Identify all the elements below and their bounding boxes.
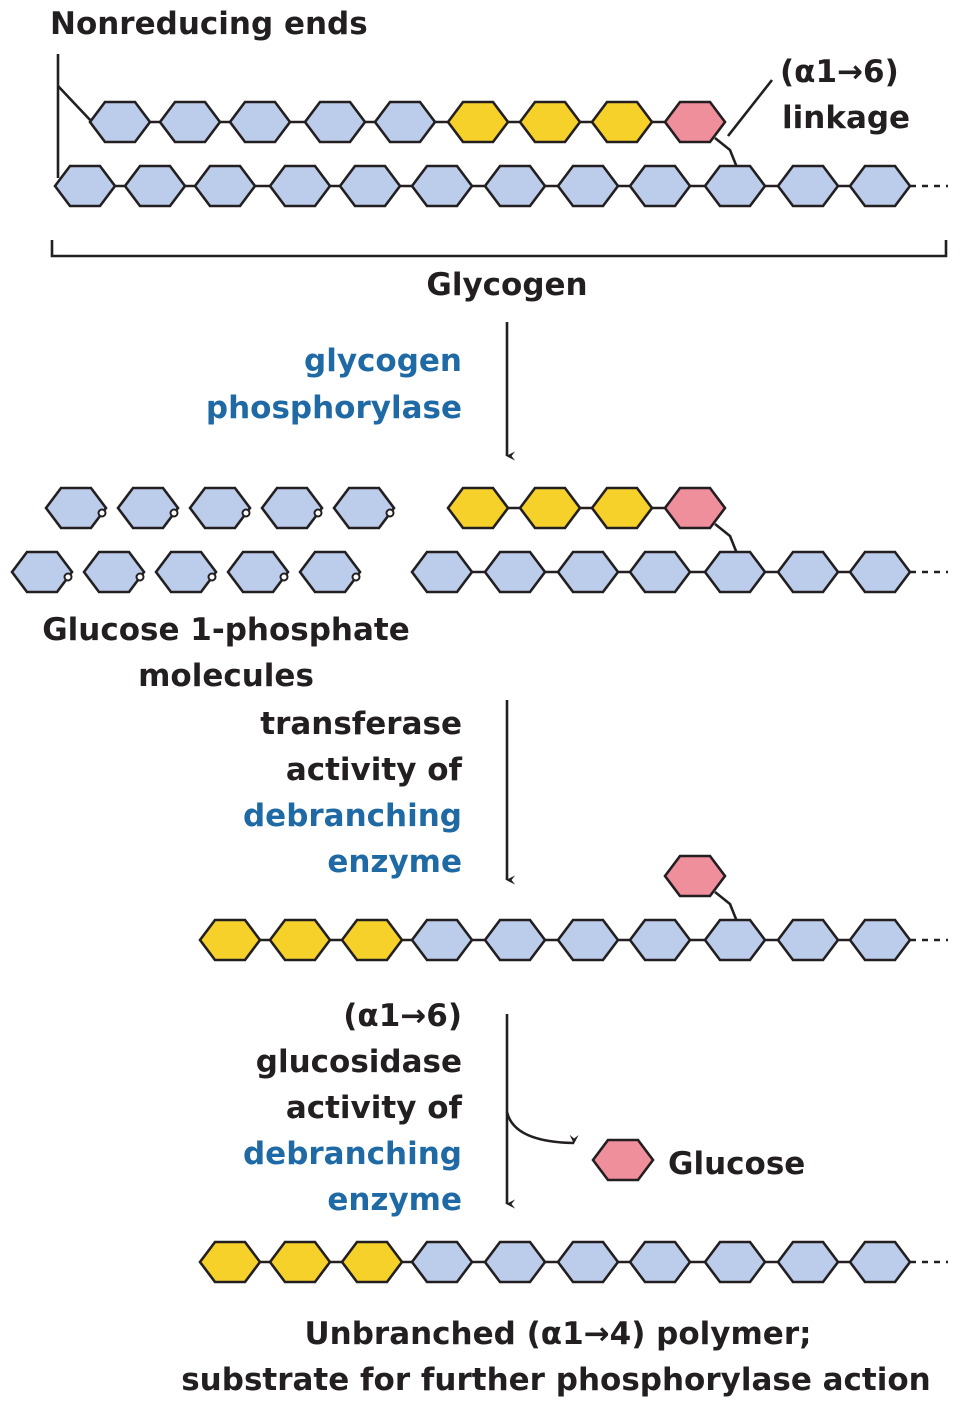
glucose-1-phosphate-group	[10, 486, 396, 594]
glucose-unit	[776, 164, 840, 208]
glucose-unit	[628, 918, 692, 962]
branch-point-unit	[663, 854, 727, 898]
glucose-label: Glucose	[668, 1146, 805, 1182]
final-label-line2: substrate for further phosphorylase acti…	[181, 1362, 931, 1398]
transferred-unit	[268, 918, 332, 962]
transferred-unit	[446, 100, 510, 144]
glucose-unit	[158, 100, 222, 144]
glycogen-label: Glycogen	[426, 267, 587, 303]
glucose-unit	[848, 1240, 912, 1284]
glucose-unit	[848, 164, 912, 208]
main-chain	[53, 164, 948, 208]
glucose-unit	[628, 1240, 692, 1284]
glucose-unit	[556, 550, 620, 594]
step3-label-line5: enzyme	[327, 1182, 462, 1218]
transferred-unit	[518, 486, 582, 530]
glucose-unit	[703, 550, 767, 594]
glucose-unit	[338, 164, 402, 208]
glycogen-molecule	[50, 54, 948, 258]
linkage-label-line2: linkage	[782, 100, 910, 136]
limit-branch-molecule	[410, 486, 948, 594]
glucose-unit	[628, 550, 692, 594]
step2-label-line2: activity of	[286, 752, 463, 788]
enzyme1-label-line1: glycogen	[304, 343, 462, 379]
step2-label-line4: enzyme	[327, 844, 462, 880]
glucose-unit	[53, 164, 117, 208]
step3-label-line4: debranching	[243, 1136, 462, 1172]
glucose-release-arrow	[505, 1111, 579, 1145]
transferred-unit	[198, 918, 262, 962]
alpha-1-6-bond	[714, 136, 740, 171]
glucose-unit	[123, 164, 187, 208]
upper-branch-chain	[88, 100, 740, 171]
transferred-unit	[198, 1240, 262, 1284]
glucose-unit	[303, 100, 367, 144]
glucose-unit	[88, 100, 152, 144]
transferred-unit	[590, 100, 654, 144]
step3-label-line3: activity of	[286, 1090, 463, 1126]
step3-label-line2: glucosidase	[256, 1044, 462, 1080]
final-label-line1: Unbranched (α1→4) polymer;	[304, 1316, 811, 1352]
nonreducing-ends-bracket	[56, 54, 93, 178]
transferred-unit	[340, 918, 404, 962]
glucose-unit	[483, 1240, 547, 1284]
linkage-pointer	[726, 79, 774, 137]
glucose-unit	[556, 164, 620, 208]
glucose-unit	[628, 164, 692, 208]
product1-label-line1: Glucose 1-phosphate	[42, 612, 410, 648]
glucose-unit	[556, 918, 620, 962]
free-glucose-icon	[591, 1138, 655, 1182]
glucose-unit	[483, 550, 547, 594]
glucose-unit	[703, 164, 767, 208]
transferred-unit	[518, 100, 582, 144]
glucose-unit	[483, 918, 547, 962]
glucose-unit	[410, 918, 474, 962]
alpha-1-6-bond	[714, 522, 740, 557]
step2-label-line3: debranching	[243, 798, 462, 834]
glucose-unit	[703, 1240, 767, 1284]
glucose-unit	[776, 550, 840, 594]
glucose-unit	[228, 100, 292, 144]
product1-label-line2: molecules	[138, 658, 314, 694]
nonreducing-ends-label: Nonreducing ends	[50, 6, 368, 42]
glucose-unit	[410, 1240, 474, 1284]
transferred-unit	[340, 1240, 404, 1284]
glucose-unit	[556, 1240, 620, 1284]
linkage-label-line1: (α1→6)	[780, 54, 899, 90]
glucose-unit	[410, 550, 474, 594]
glucose-unit	[410, 164, 474, 208]
glycogen-bracket	[50, 240, 948, 258]
transferred-unit	[446, 486, 510, 530]
step3-label-line1: (α1→6)	[343, 998, 462, 1034]
glucose-unit	[848, 550, 912, 594]
alpha-1-6-bond	[714, 890, 740, 925]
branch-point-unit	[663, 100, 727, 144]
transferred-unit	[268, 1240, 332, 1284]
unbranched-polymer	[198, 1240, 948, 1284]
branch-point-unit	[663, 486, 727, 530]
glucose-unit	[776, 1240, 840, 1284]
glucose-unit	[373, 100, 437, 144]
transferred-unit	[590, 486, 654, 530]
glucose-unit	[848, 918, 912, 962]
glucose-unit	[268, 164, 332, 208]
glucose-unit	[483, 164, 547, 208]
enzyme1-label-line2: phosphorylase	[206, 390, 462, 426]
glucose-unit	[776, 918, 840, 962]
glucose-unit	[703, 918, 767, 962]
step2-label-line1: transferase	[260, 706, 462, 742]
glucose-unit	[193, 164, 257, 208]
transferred-chain-molecule	[198, 854, 948, 962]
